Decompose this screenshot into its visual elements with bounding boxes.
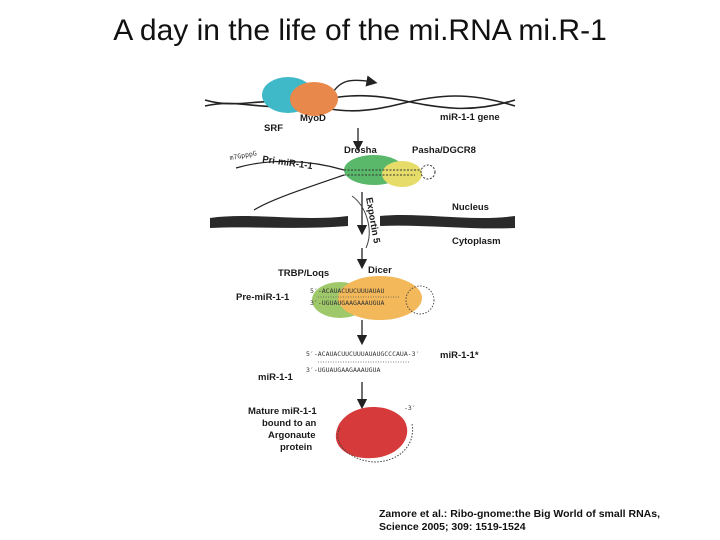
nucleus-label: Nucleus bbox=[452, 202, 489, 213]
myod-protein bbox=[290, 82, 338, 116]
nuclear-membrane-right bbox=[380, 215, 515, 229]
pre-seq-top: 5′-ACAUACUUCUUUAUAU bbox=[310, 287, 384, 295]
pre-seq-bottom: 3′-UGUAUGAAGAAAUGUA bbox=[310, 299, 384, 307]
mature-mirna-strand bbox=[337, 423, 414, 463]
dna-helix bbox=[204, 75, 516, 112]
pri-mirna-label: Pri-miR-1-1 bbox=[262, 154, 314, 172]
pre-mirna-label: Pre-miR-1-1 bbox=[236, 292, 290, 303]
argonaute-protein bbox=[335, 406, 408, 459]
trbp-label: TRBP/Loqs bbox=[278, 268, 329, 279]
mature-label-1: Mature miR-1-1 bbox=[248, 406, 317, 417]
citation-line-1: Zamore et al.: Ribo-gnome:the Big World … bbox=[379, 508, 660, 520]
duplex-seq-top: 5′-ACAUACUUCUUUAUAUGCCCAUA-3′ bbox=[306, 350, 420, 358]
cap-label: m7GpppG bbox=[229, 149, 257, 162]
mature-label-3: Argonaute bbox=[268, 430, 316, 441]
drosha-label: Drosha bbox=[344, 145, 377, 156]
citation-line-2: Science 2005; 309: 1519-1524 bbox=[379, 521, 526, 533]
pri-mirna-strand bbox=[235, 160, 345, 171]
cytoplasm-label: Cytoplasm bbox=[452, 236, 501, 247]
dicer-label: Dicer bbox=[368, 265, 392, 276]
mature-3prime: -3′ bbox=[404, 404, 416, 412]
mir-label: miR-1-1 bbox=[258, 372, 294, 383]
myod-label: MyoD bbox=[300, 113, 326, 124]
mature-label-4: protein bbox=[280, 442, 312, 453]
srf-label: SRF bbox=[264, 123, 283, 134]
pre-mirna-loop bbox=[405, 285, 435, 315]
duplex-seq-bottom: 3′-UGUAUGAAGAAAUGUA bbox=[306, 366, 380, 374]
mature-label-2: bound to an bbox=[262, 418, 317, 429]
slide-title: A day in the life of the mi.RNA mi.R-1 bbox=[113, 14, 607, 47]
gene-label: miR-1-1 gene bbox=[440, 112, 500, 123]
dicer-protein bbox=[338, 276, 422, 320]
mir-star-label: miR-1-1* bbox=[440, 350, 479, 361]
citation: Zamore et al.: Ribo-gnome:the Big World … bbox=[379, 508, 709, 534]
nuclear-membrane-left bbox=[210, 216, 348, 228]
exportin-label: Exportin 5 bbox=[363, 197, 382, 245]
pasha-label: Pasha/DGCR8 bbox=[412, 145, 476, 156]
pasha-protein bbox=[382, 161, 422, 187]
